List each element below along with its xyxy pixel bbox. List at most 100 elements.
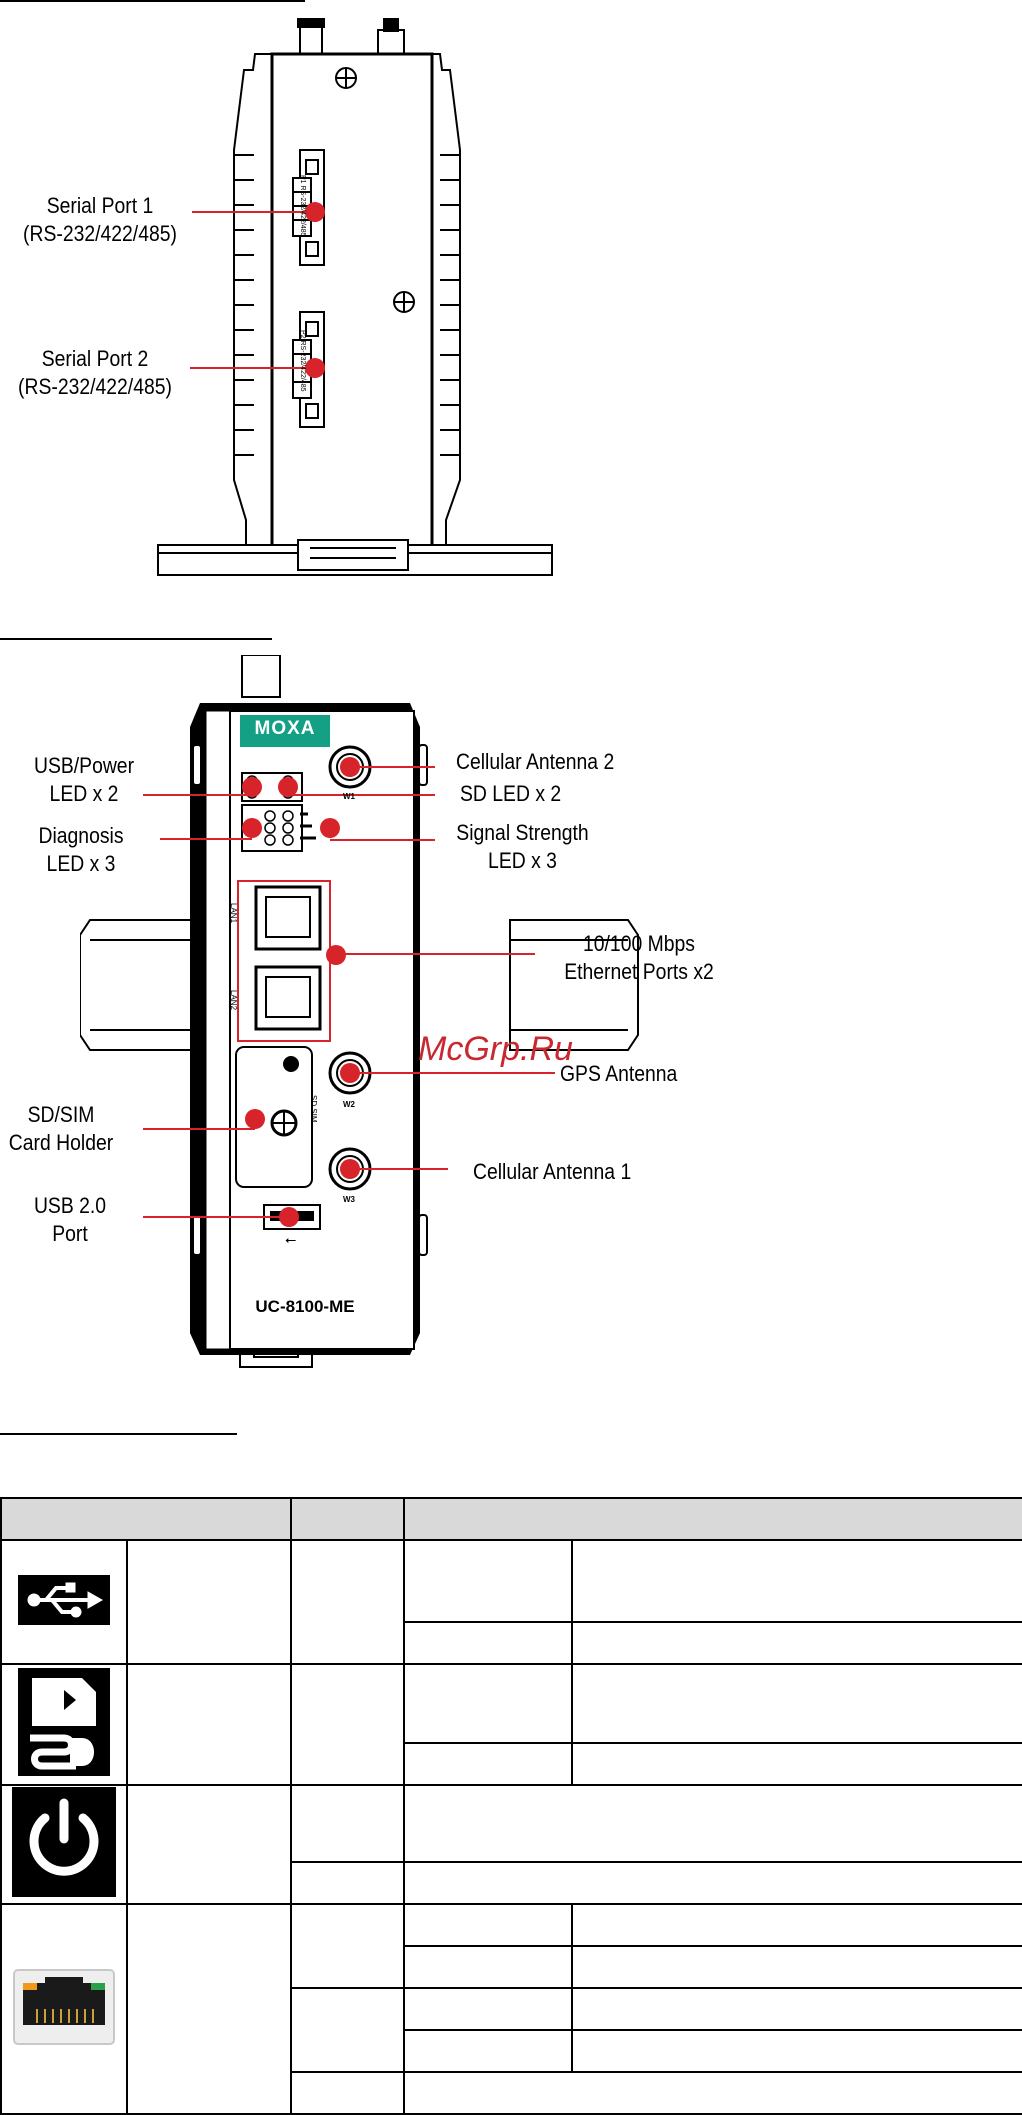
rear-view-heading-rule — [0, 0, 305, 2]
port-label-p1: P1 RS-232/422/485 — [299, 175, 306, 237]
table-row — [0, 1903, 1022, 2115]
table-row — [0, 1784, 1022, 1905]
empty-cell — [290, 1861, 405, 1905]
callout-line: (RS-232/422/485) — [18, 374, 172, 399]
w2-label: W2 — [343, 1100, 355, 1109]
callout-line: LED x 2 — [49, 781, 119, 806]
callout-line: LED x 3 — [46, 851, 116, 876]
led-indicator-table — [0, 1497, 1022, 2115]
model-label: UC-8100-ME — [255, 1297, 355, 1316]
callout-usb-port: USB 2.0 Port — [8, 1192, 131, 1248]
empty-cell — [290, 2071, 405, 2115]
w1-label: W1 — [343, 792, 355, 801]
callout-line: Port — [52, 1221, 88, 1246]
empty-cell — [403, 1742, 573, 1786]
empty-cell — [571, 1621, 1022, 1665]
w3-label: W3 — [343, 1195, 355, 1204]
power-icon — [12, 1787, 116, 1897]
table-row — [1, 1742, 1022, 1786]
callout-line: 10/100 Mbps — [583, 931, 695, 956]
front-view-drawing — [80, 655, 639, 1368]
callout-serial-port-1: Serial Port 1 (RS-232/422/485) — [12, 192, 188, 248]
icon-cell — [0, 1539, 128, 1665]
callout-serial-port-2: Serial Port 2 (RS-232/422/485) — [11, 345, 178, 401]
lan1-label: LAN1 — [229, 903, 238, 924]
empty-cell — [571, 1987, 1022, 2031]
empty-cell — [290, 1663, 405, 1786]
callout-cell-antenna-2: Cellular Antenna 2 — [456, 748, 614, 776]
empty-cell — [403, 1539, 573, 1623]
table-row — [1, 2029, 1022, 2073]
empty-cell — [403, 2029, 573, 2073]
led-indicators-heading-rule — [0, 1433, 237, 1435]
port-label-p2: P2 RS-232/422/485 — [299, 330, 306, 392]
empty-cell — [403, 1784, 1022, 1863]
empty-cell — [126, 1903, 292, 2115]
callout-line: Cellular Antenna 2 — [456, 749, 615, 774]
callout-line: Diagnosis — [38, 823, 124, 848]
callout-sd-led: SD LED x 2 — [460, 780, 561, 808]
empty-cell — [403, 1903, 573, 1947]
callout-line: Signal Strength — [456, 820, 589, 845]
table-row — [1, 1945, 1022, 1989]
empty-cell — [403, 1861, 1022, 1905]
callout-line: Card Holder — [8, 1130, 114, 1155]
callout-line: LED x 3 — [488, 848, 557, 873]
table-header-row — [0, 1497, 1022, 1541]
sd-card-icon — [18, 1668, 110, 1776]
callout-line: GPS Antenna — [560, 1061, 678, 1086]
header-cell — [290, 1497, 405, 1541]
callout-line: (RS-232/422/485) — [23, 221, 177, 246]
empty-cell — [290, 1987, 405, 2073]
callout-line: SD/SIM — [27, 1102, 95, 1127]
empty-cell — [403, 1987, 573, 2031]
empty-cell — [126, 1784, 292, 1905]
empty-cell — [571, 1742, 1022, 1786]
icon-cell — [0, 1784, 128, 1905]
callout-ethernet: 10/100 Mbps Ethernet Ports x2 — [555, 930, 722, 986]
empty-cell — [571, 2029, 1022, 2073]
empty-cell — [571, 1945, 1022, 1989]
callout-signal-led: Signal Strength LED x 3 — [450, 819, 595, 875]
usb-icon — [18, 1574, 110, 1625]
callout-cell-antenna-1: Cellular Antenna 1 — [473, 1158, 631, 1186]
callout-line: USB 2.0 — [33, 1193, 107, 1218]
callout-line: Serial Port 2 — [41, 346, 149, 371]
front-view-heading-rule — [0, 638, 272, 640]
table-row — [0, 1663, 1022, 1786]
callout-sd-sim-holder: SD/SIM Card Holder — [7, 1101, 114, 1157]
brand-logo: MOXA — [254, 718, 316, 739]
callout-line: USB/Power — [33, 753, 135, 778]
callout-gps-antenna: GPS Antenna — [560, 1060, 677, 1088]
lan2-label: LAN2 — [229, 990, 238, 1011]
empty-cell — [571, 1663, 1022, 1744]
sd-sim-label: SD SIM — [309, 1095, 318, 1123]
empty-cell — [290, 1784, 405, 1863]
empty-cell — [403, 1663, 573, 1744]
empty-cell — [571, 1903, 1022, 1947]
rear-view-drawing — [157, 18, 553, 576]
icon-cell — [0, 1663, 128, 1786]
empty-cell — [290, 1539, 405, 1665]
usb-symbol-small: ⭠ — [285, 1232, 297, 1248]
header-cell — [0, 1497, 292, 1541]
icon-cell — [0, 1903, 128, 2115]
callout-line: Cellular Antenna 1 — [473, 1159, 632, 1184]
table-row — [1, 1861, 1022, 1905]
watermark: McGrp.Ru — [418, 1030, 573, 1068]
empty-cell — [403, 1945, 573, 1989]
callout-usb-power-led: USB/Power LED x 2 — [10, 752, 158, 808]
callout-line: Serial Port 1 — [46, 193, 154, 218]
empty-cell — [290, 1903, 405, 1989]
table-row — [0, 1539, 1022, 1665]
empty-cell — [126, 1663, 292, 1786]
table-row — [1, 1987, 1022, 2073]
table-row — [1, 1621, 1022, 1665]
empty-cell — [571, 1539, 1022, 1623]
ethernet-icon — [13, 1968, 115, 2045]
callout-line: SD LED x 2 — [460, 781, 562, 806]
callout-line: Ethernet Ports x2 — [564, 959, 714, 984]
callout-diagnosis-led: Diagnosis LED x 3 — [10, 822, 153, 878]
empty-cell — [403, 1621, 573, 1665]
empty-cell — [126, 1539, 292, 1665]
